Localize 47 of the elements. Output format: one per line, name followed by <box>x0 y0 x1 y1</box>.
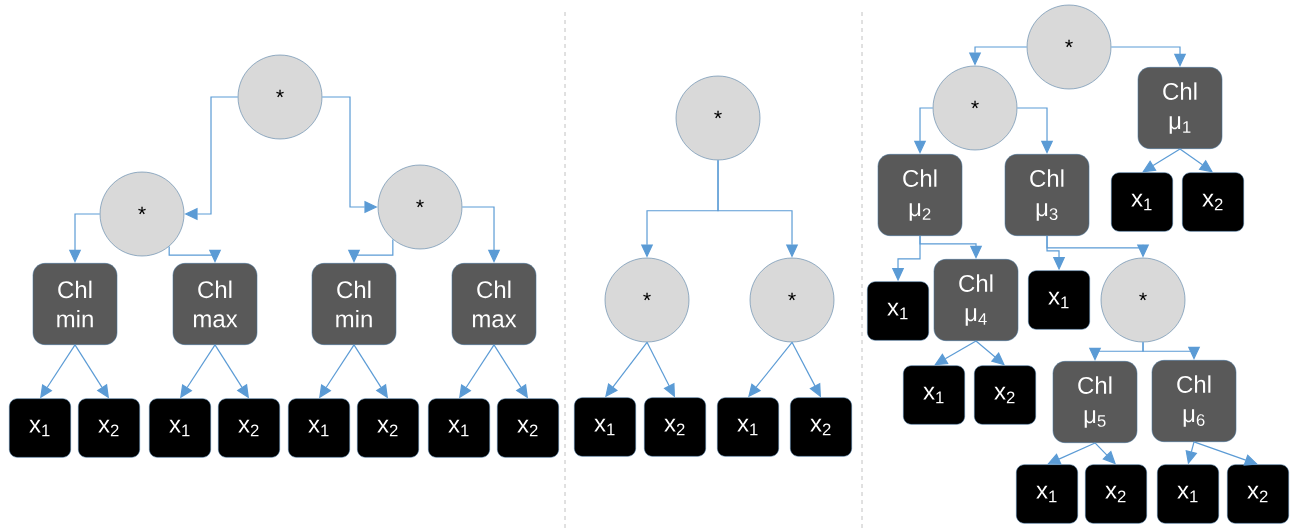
input-box: x$_{2}$ <box>497 398 559 458</box>
input-box: x$_{2}$ <box>644 397 706 457</box>
input-box: x$_{1}$ <box>867 281 929 341</box>
arrow <box>975 340 1005 366</box>
process-box: Chl μ$_{6}$ <box>1151 360 1237 442</box>
input-box: x$_{1}$ <box>1157 464 1219 524</box>
circle-node: * <box>1026 4 1112 90</box>
arrow <box>1047 442 1096 465</box>
input-box: x$_{1}$ <box>428 398 490 458</box>
process-box: Chl min <box>32 263 118 345</box>
circle-node: * <box>604 257 690 343</box>
process-box: Chl min <box>311 263 397 345</box>
input-box: x$_{2}$ <box>1227 464 1289 524</box>
input-box: x$_{2}$ <box>1182 172 1244 232</box>
circle-node: * <box>99 171 185 257</box>
circle-node: * <box>377 164 463 250</box>
process-box: Chl max <box>172 263 258 345</box>
input-box: x$_{1}$ <box>1016 464 1078 524</box>
input-box: x$_{2}$ <box>790 397 852 457</box>
circle-node: * <box>1100 257 1186 343</box>
process-box: Chl μ$_{5}$ <box>1052 361 1138 443</box>
arrow <box>1193 441 1258 466</box>
circle-node: * <box>749 257 835 343</box>
input-box: x$_{2}$ <box>974 365 1036 425</box>
circle-node: * <box>675 75 761 161</box>
arrow <box>934 340 977 366</box>
input-box: x$_{1}$ <box>1111 172 1173 232</box>
input-box: x$_{1}$ <box>903 365 965 425</box>
input-box: x$_{2}$ <box>78 398 140 458</box>
input-box: x$_{1}$ <box>1028 270 1090 330</box>
process-box: Chl max <box>451 263 537 345</box>
process-box: Chl μ$_{1}$ <box>1137 67 1223 149</box>
input-box: x$_{1}$ <box>149 398 211 458</box>
input-box: x$_{1}$ <box>574 397 636 457</box>
input-box: x$_{2}$ <box>1085 464 1147 524</box>
input-box: x$_{1}$ <box>717 397 779 457</box>
process-box: Chl μ$_{3}$ <box>1004 154 1090 236</box>
arrow <box>1142 148 1181 173</box>
arrow <box>1179 148 1213 173</box>
circle-node: * <box>237 54 323 140</box>
process-box: Chl μ$_{4}$ <box>933 259 1019 341</box>
input-box: x$_{2}$ <box>357 398 419 458</box>
process-box: Chl μ$_{2}$ <box>877 154 963 236</box>
input-box: x$_{1}$ <box>9 398 71 458</box>
circle-node: * <box>932 65 1018 151</box>
input-box: x$_{1}$ <box>288 398 350 458</box>
input-box: x$_{2}$ <box>218 398 280 458</box>
